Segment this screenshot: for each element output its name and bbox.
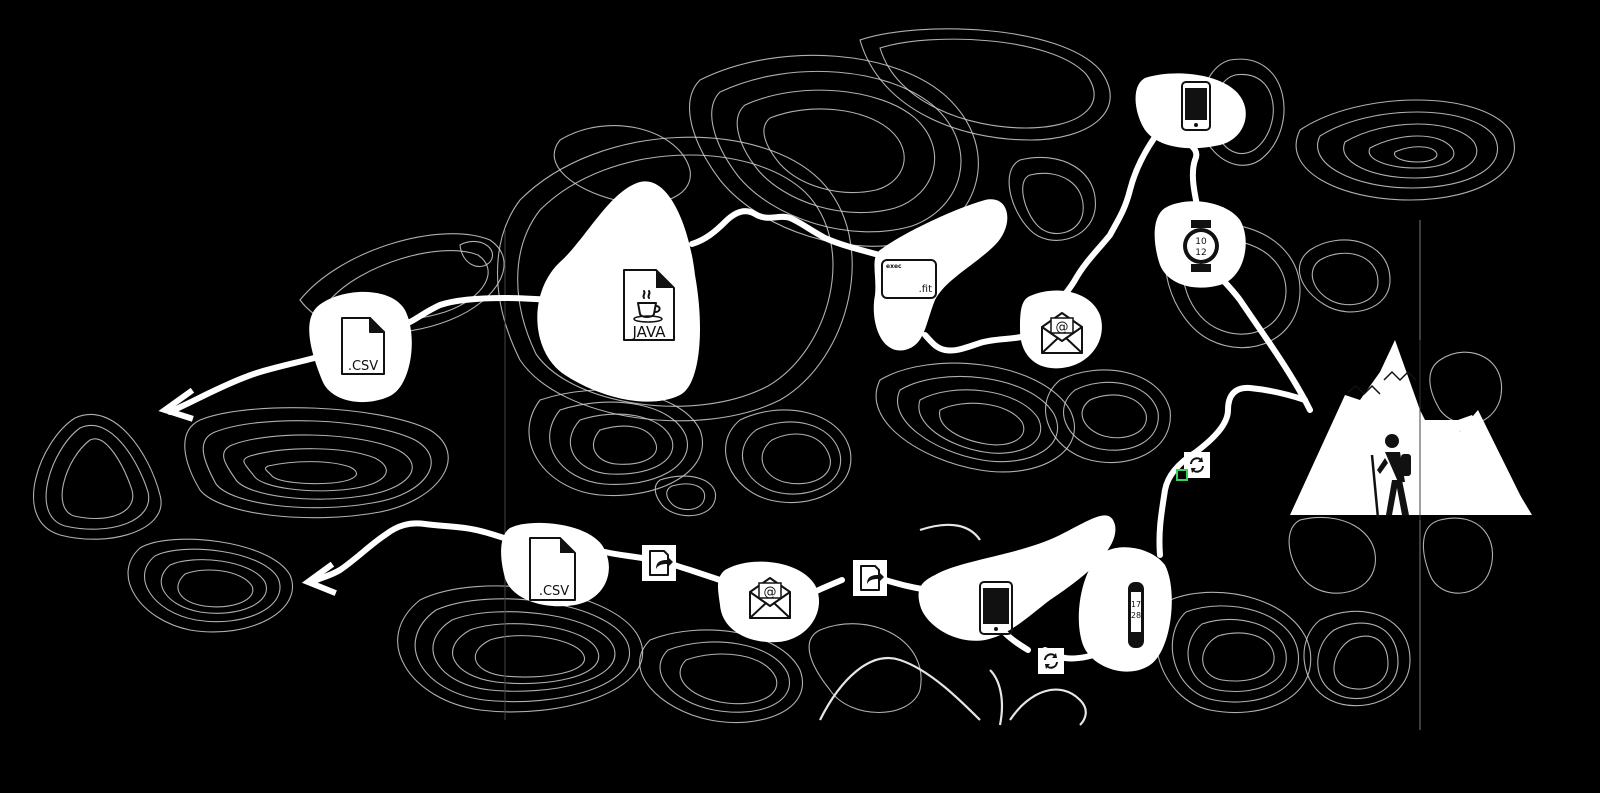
csv-file-icon: .CSV <box>341 317 385 375</box>
share-icon <box>642 545 676 581</box>
blob-email-low <box>717 561 820 643</box>
band-line-1: 17 <box>1131 600 1141 609</box>
blob-band <box>1078 547 1172 672</box>
fit-file-icon: exec .fit <box>881 259 937 299</box>
blob-csv-top <box>309 291 412 403</box>
exit-arrow-bottom <box>301 561 337 596</box>
email-icon: @ <box>749 577 791 619</box>
sync-icon <box>1038 648 1064 674</box>
blob-fit <box>873 199 1008 351</box>
csv-file-icon: .CSV <box>529 537 576 601</box>
java-file-icon: JAVA <box>623 269 675 341</box>
exit-arrow-top <box>158 387 195 422</box>
smartphone-icon <box>979 581 1013 635</box>
fit-label: .fit <box>919 284 932 295</box>
csv-label-low: .CSV <box>539 584 569 599</box>
smartphone-icon <box>1181 81 1211 131</box>
blob-csv-low <box>501 522 609 607</box>
email-icon: @ <box>1041 312 1083 354</box>
watch-line-1: 10 <box>1195 237 1207 247</box>
smartwatch-icon: 10 12 <box>1183 220 1219 272</box>
watch-line-2: 12 <box>1195 248 1206 258</box>
csv-label-top: .CSV <box>348 359 378 374</box>
fitness-band-icon: 17 28 <box>1128 582 1144 648</box>
svg-text:@: @ <box>1056 320 1069 335</box>
trail-top <box>167 127 1313 415</box>
sync-icon <box>1184 452 1210 478</box>
svg-text:@: @ <box>764 585 777 600</box>
blob-java <box>537 181 700 402</box>
java-label: JAVA <box>631 323 666 341</box>
share-icon <box>853 560 887 596</box>
node-blobs <box>309 73 1246 672</box>
mountain-hiker-icon <box>1290 340 1532 520</box>
band-line-2: 28 <box>1131 611 1141 620</box>
green-marker <box>1176 469 1188 481</box>
fit-header-label: exec <box>886 263 902 270</box>
trail-paths <box>167 127 1313 662</box>
blob-phone-low <box>918 515 1116 641</box>
